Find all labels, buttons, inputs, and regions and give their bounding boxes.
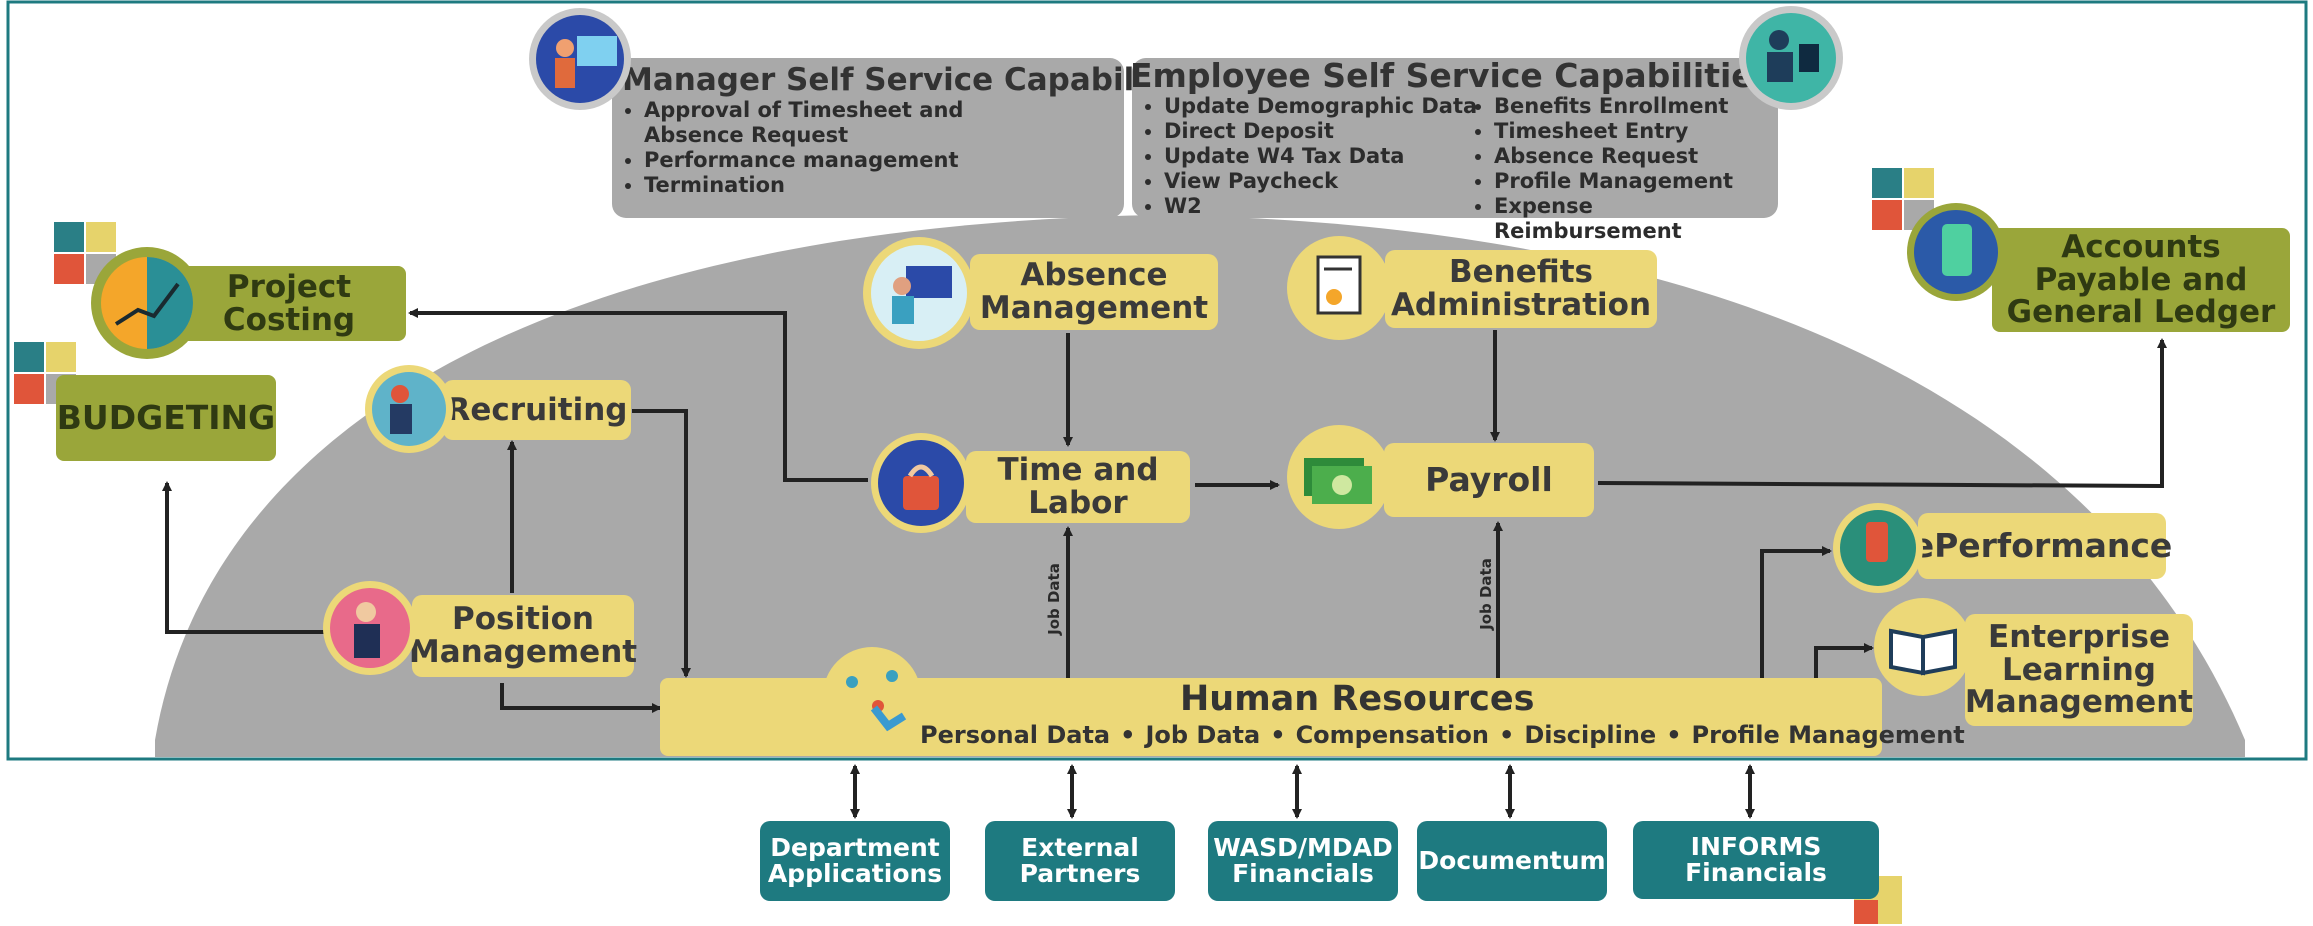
hr-item: Discipline	[1524, 721, 1657, 749]
arrow-position-to-budgeting	[162, 481, 330, 634]
shopping-bag-icon	[871, 433, 971, 533]
employee-capability-item: Update W4 Tax Data	[1164, 144, 1477, 169]
open-book-icon	[1874, 598, 1972, 696]
separator-dot: •	[1270, 721, 1286, 749]
absence-management-box: Absence Management	[970, 254, 1218, 330]
time-and-labor-box: Time and Labor	[966, 451, 1190, 523]
mobile-rating-icon	[1833, 503, 1923, 593]
enterprise-learning-box: Enterprise Learning Management	[1965, 614, 2193, 726]
arrow-payroll-to-accounts	[1597, 338, 2167, 489]
employee-self-service-panel: Update Demographic Data Direct Deposit U…	[1132, 58, 1778, 243]
human-resources-title: Human Resources	[1180, 679, 1535, 719]
hr-item: Compensation	[1295, 721, 1489, 749]
arrow-hr-to-elm	[1814, 643, 1874, 680]
job-data-label-time: Job Data	[1044, 563, 1063, 635]
employee-capability-item: Profile Management	[1494, 169, 1778, 194]
manager-avatar-icon	[529, 8, 631, 110]
manager-self-service-title: Manager Self Service Capabilities	[622, 62, 1210, 98]
puzzle-icon	[1872, 168, 1934, 230]
separator-dot: •	[1498, 721, 1515, 749]
eperformance-box: ePerformance	[1912, 513, 2172, 579]
recruiting-box: Recruiting	[443, 380, 631, 440]
external-system-informs-financials: INFORMS Financials	[1633, 821, 1879, 899]
hr-item: Personal Data	[920, 721, 1111, 749]
hr-item: Profile Management	[1691, 721, 1965, 749]
money-stack-icon	[1287, 425, 1391, 529]
employee-capability-item: Benefits Enrollment	[1494, 94, 1778, 119]
external-system-wasd-mdad: WASD/MDAD Financials	[1208, 821, 1398, 901]
hand-network-icon	[823, 647, 921, 745]
calendar-screen-icon	[863, 237, 975, 349]
payroll-box: Payroll	[1384, 443, 1594, 517]
certificate-icon	[1287, 236, 1391, 340]
puzzle-icon	[54, 222, 116, 284]
recruiter-icon	[365, 365, 453, 453]
chart-icon	[91, 247, 203, 359]
phone-payment-icon	[1907, 203, 2005, 301]
manager-capabilities-list: Approval of Timesheet and Absence Reques…	[612, 98, 1124, 198]
employee-capability-item: View Paycheck	[1164, 169, 1477, 194]
position-person-icon	[323, 581, 417, 675]
arrow-hr-to-eperformance	[1760, 546, 1832, 680]
manager-capability-item: Performance management	[644, 148, 1124, 173]
accounts-payable-box: Accounts Payable and General Ledger	[1992, 228, 2290, 332]
employee-self-service-title: Employee Self Service Capabilities	[1130, 56, 1774, 95]
arrow-recruiting-to-hr	[632, 409, 691, 678]
employee-capability-item: Absence Request	[1494, 144, 1778, 169]
manager-self-service-panel: Approval of Timesheet and Absence Reques…	[612, 58, 1124, 218]
hr-item: Job Data	[1145, 721, 1261, 749]
job-data-label-payroll: Job Data	[1476, 558, 1495, 630]
external-system-external-partners: External Partners	[985, 821, 1175, 901]
employee-capability-item: W2	[1164, 194, 1477, 219]
benefits-administration-box: Benefits Administration	[1385, 250, 1657, 328]
puzzle-icon	[14, 342, 76, 404]
employee-avatar-icon	[1739, 6, 1843, 110]
separator-dot: •	[1120, 721, 1136, 749]
employee-capability-item: Expense Reimbursement	[1494, 194, 1778, 244]
external-system-documentum: Documentum	[1417, 821, 1607, 901]
employee-capability-item: Timesheet Entry	[1494, 119, 1778, 144]
arrow-time-to-project-costing	[408, 308, 868, 482]
employee-capability-item: Update Demographic Data	[1164, 94, 1477, 119]
manager-capability-item: Termination	[644, 173, 1124, 198]
arrow-position-to-hr	[500, 683, 662, 713]
external-system-department-applications: Department Applications	[760, 821, 950, 901]
diagram-frame	[6, 0, 2308, 761]
budgeting-box: BUDGETING	[56, 375, 276, 461]
employee-capabilities-col1: Update Demographic Data Direct Deposit U…	[1132, 94, 1477, 219]
position-management-box: Position Management	[409, 595, 637, 677]
project-costing-box: Project Costing	[172, 266, 406, 341]
hr-items-list: Personal Data • Job Data • Compensation • Disc…	[920, 721, 1965, 749]
employee-capabilities-col2: Benefits Enrollment Timesheet Entry Abse…	[1462, 94, 1778, 244]
employee-capability-item: Direct Deposit	[1164, 119, 1477, 144]
manager-capability-item: Approval of Timesheet and Absence Reques…	[644, 98, 1044, 148]
separator-dot: •	[1666, 721, 1682, 749]
